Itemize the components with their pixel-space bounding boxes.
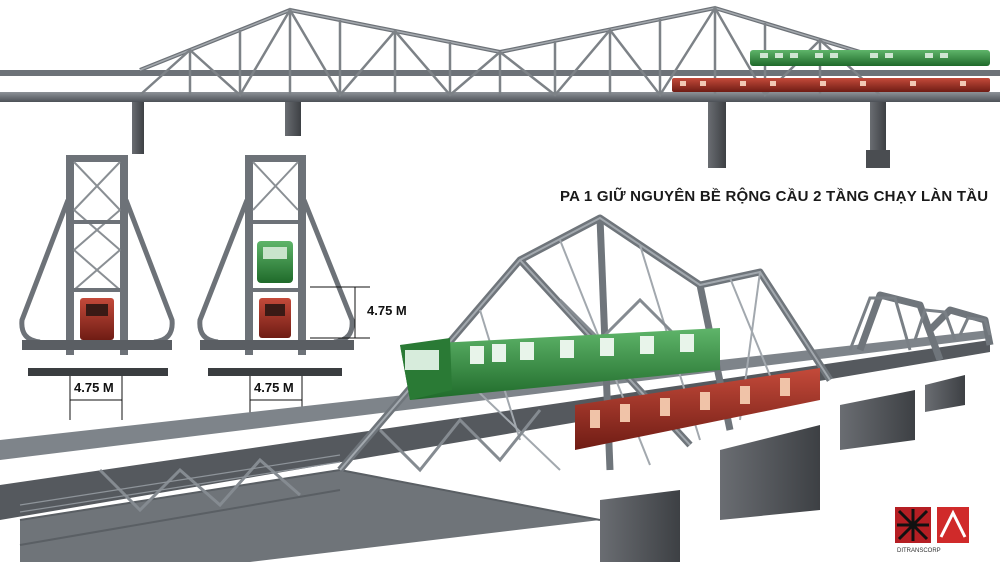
right-height-label: 4.75 M [367,303,407,318]
pier-2 [285,102,301,136]
cross-section-left: 4.75 M [19,155,175,420]
perspective-pier-1 [720,425,820,520]
perspective-red-train [575,368,820,450]
top-elevation [0,5,1000,168]
pier-3 [708,102,726,168]
dc-logo-text: DC [946,548,956,555]
truss-web [139,5,881,98]
logos: DITRANSCORP DC [895,507,969,555]
lower-deck [0,92,1000,102]
pier-1 [132,102,144,154]
cross-section-right: 4.75 M 4.75 M [197,155,407,420]
caption-title: PA 1 GIỮ NGUYÊN BỀ RỘNG CẦU 2 TẦNG CHẠY … [560,188,989,205]
ditranscorp-logo-text: DITRANSCORP [897,548,941,554]
left-width-label: 4.75 M [74,380,114,395]
perspective-bridge [0,214,994,562]
right-width-label: 4.75 M [254,380,294,395]
top-red-train [672,78,990,92]
